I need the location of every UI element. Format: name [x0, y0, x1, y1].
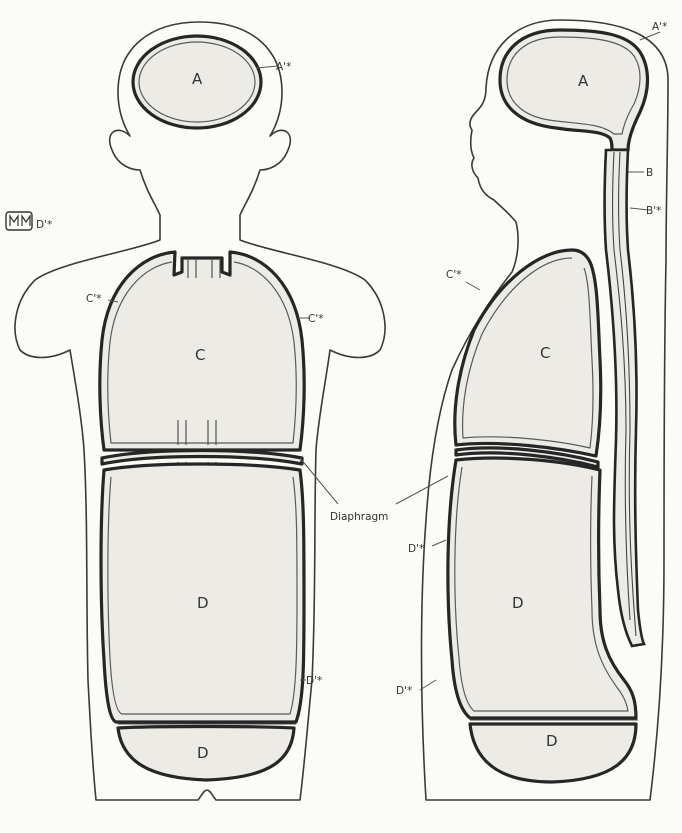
- front-label-D-membrane: D'*: [306, 675, 322, 687]
- side-label-C-membrane: C'*: [446, 269, 461, 281]
- front-label-C: C: [195, 346, 205, 364]
- side-label-D-membrane-outer: D'*: [396, 685, 412, 697]
- front-view: [15, 22, 385, 800]
- front-diaphragm: [102, 451, 302, 465]
- side-vertebral-canal: [605, 150, 645, 646]
- marker-glyph-icon: [6, 212, 32, 230]
- leader-diaphragm-front: [300, 458, 338, 504]
- side-label-A: A: [578, 72, 589, 90]
- side-thoracic-cavity: [455, 250, 601, 456]
- front-abdominal-cavity: [101, 464, 304, 722]
- side-label-D-membrane-inner: D'*: [408, 543, 424, 555]
- side-label-D-pelvic: D: [546, 732, 558, 750]
- diaphragm-label: Diaphragm: [330, 511, 388, 523]
- side-label-D-abdominal: D: [512, 594, 524, 612]
- leader-side-D-inner: [432, 540, 446, 546]
- front-label-D-abdominal: D: [197, 594, 209, 612]
- side-label-B: B: [646, 167, 653, 179]
- front-label-C-membrane-left: C'*: [86, 293, 101, 305]
- front-label-A: A: [192, 70, 203, 88]
- leader-side-D-outer: [420, 680, 436, 690]
- side-abdominal-cavity: [448, 458, 636, 718]
- side-label-C: C: [540, 344, 550, 362]
- front-label-A-membrane: A'*: [276, 61, 291, 73]
- side-label-B-membrane: B'*: [646, 205, 661, 217]
- side-label-A-membrane: A'*: [652, 21, 667, 33]
- front-label-D-pelvic: D: [197, 744, 209, 762]
- leader-diaphragm-side: [396, 476, 448, 504]
- side-view: [422, 20, 669, 800]
- front-label-C-membrane-right: C'*: [308, 313, 323, 325]
- side-marker-label: D'*: [36, 219, 52, 231]
- leader-side-C: [466, 282, 480, 290]
